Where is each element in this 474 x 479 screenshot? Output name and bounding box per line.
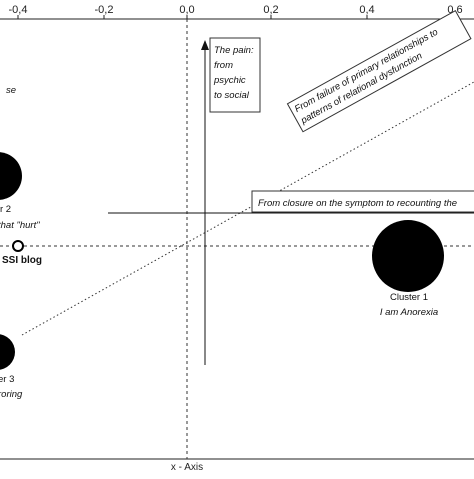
x-axis-label: x - Axis [171, 462, 203, 473]
pain-annotation-line: to social [214, 90, 250, 101]
pain-annotation-box [209, 37, 261, 113]
failure-annotation-box [286, 9, 472, 133]
cluster-1-subtitle: I am Anorexia [380, 307, 438, 318]
cluster-2-title: r 2 [0, 204, 11, 215]
cluster-3-subtitle: roring [0, 389, 23, 400]
x-tick-label: 0,0 [179, 4, 194, 16]
pain-annotation-line: from [214, 60, 233, 71]
x-tick-label: -0,2 [95, 4, 114, 16]
x-tick-label: 0,4 [359, 4, 374, 16]
closure-annotation-text: From closure on the symptom to recountin… [258, 198, 457, 209]
cluster-1-circle [372, 220, 444, 292]
pain-annotation-line: psychic [213, 75, 246, 86]
x-tick-label: 0,2 [263, 4, 278, 16]
top-left-fragment-label: se [6, 85, 16, 96]
cluster-2-subtitle: that "hurt" [0, 220, 40, 231]
closure-annotation-box [251, 190, 474, 213]
cluster-3-title: er 3 [0, 374, 14, 385]
cluster-1-title: Cluster 1 [390, 292, 428, 303]
pain-arrow-head [201, 40, 209, 50]
blog-label: SSI blog [2, 255, 42, 266]
cluster-2-circle [0, 152, 22, 200]
x-tick-label: -0,4 [9, 4, 28, 16]
cluster-3-circle [0, 334, 15, 370]
pain-annotation-line: The pain: [214, 45, 254, 56]
blog-point-marker [12, 240, 24, 252]
